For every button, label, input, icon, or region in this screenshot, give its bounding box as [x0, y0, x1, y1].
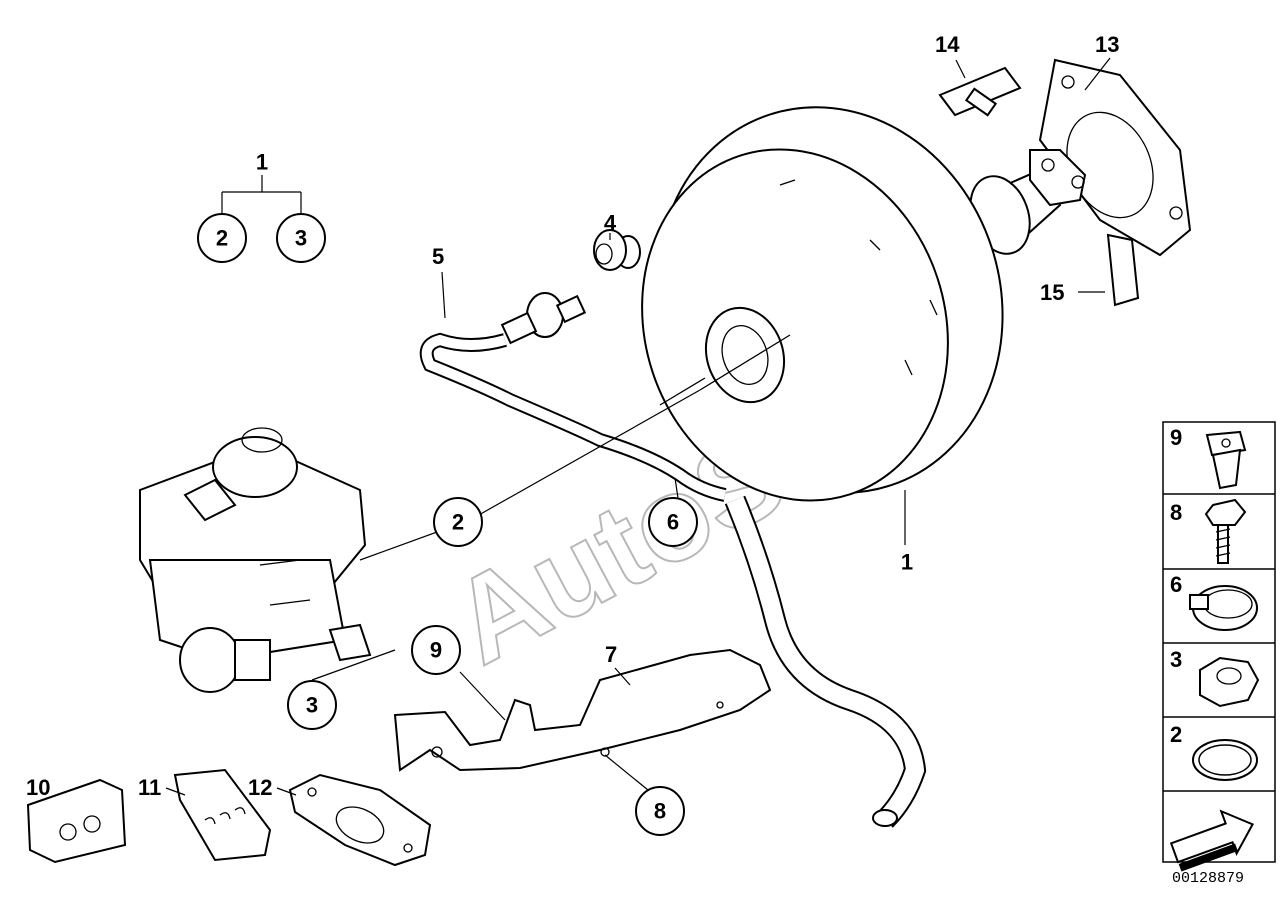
- callout-circle-6: [648, 497, 698, 547]
- hex-nut-icon: [1199, 656, 1260, 708]
- callout-15: 15: [1040, 280, 1064, 305]
- callout-circle-2-group: [197, 213, 247, 263]
- callout-13: 13: [1095, 32, 1119, 57]
- callout-1-top: 1: [256, 150, 268, 175]
- callout-circle-3-group: [276, 213, 326, 263]
- callout-5: 5: [432, 244, 444, 269]
- callout-3-group: 3: [295, 226, 307, 251]
- callout-10: 10: [26, 775, 50, 800]
- hardware-legend: 9 8 6 3 2: [1162, 421, 1276, 872]
- callout-3-lower: 3: [306, 693, 318, 718]
- assembly-group-1: 1 2 3: [197, 150, 326, 263]
- hose-clamp-icon: [1189, 585, 1258, 631]
- callout-circle-3-lower: [287, 680, 337, 730]
- callout-circle-2-mid: [433, 497, 483, 547]
- callout-circle-9-bracket: [411, 625, 461, 675]
- master-cylinder: [139, 427, 372, 693]
- legend-num-2: 2: [1170, 722, 1182, 747]
- heat-shield-bracket: [393, 648, 772, 772]
- callout-11: 11: [138, 775, 161, 800]
- cable-holder: [173, 768, 272, 862]
- screw-icon: [1204, 498, 1247, 564]
- document-id: 00128879: [1172, 870, 1244, 887]
- legend-num-6: 6: [1170, 572, 1182, 597]
- callout-7: 7: [605, 642, 617, 667]
- callout-2-group: 2: [216, 226, 228, 251]
- callout-circle-8-bracket: [635, 786, 685, 836]
- o-ring-icon: [1192, 739, 1258, 781]
- check-valve: [500, 292, 587, 345]
- callout-1-booster: 1: [901, 550, 913, 575]
- callout-4: 4: [604, 211, 617, 236]
- callout-14: 14: [935, 32, 960, 57]
- clip-nut-icon: [1205, 430, 1247, 490]
- legend-num-3: 3: [1170, 647, 1182, 672]
- direction-arrow-icon: [1169, 809, 1254, 872]
- legend-num-9: 9: [1170, 425, 1182, 450]
- retaining-clip: [1106, 233, 1140, 307]
- legend-num-8: 8: [1170, 500, 1182, 525]
- brake-booster: [615, 106, 1062, 502]
- callout-9-bracket: 9: [430, 638, 442, 663]
- callout-8-bracket: 8: [654, 799, 666, 824]
- callout-6: 6: [667, 510, 679, 535]
- callout-2-mid: 2: [452, 510, 464, 535]
- grommet: [593, 229, 627, 271]
- damper-block: [26, 778, 127, 864]
- gasket-plate: [288, 773, 432, 867]
- clevis-pin: [938, 66, 1087, 207]
- callout-12: 12: [248, 775, 272, 800]
